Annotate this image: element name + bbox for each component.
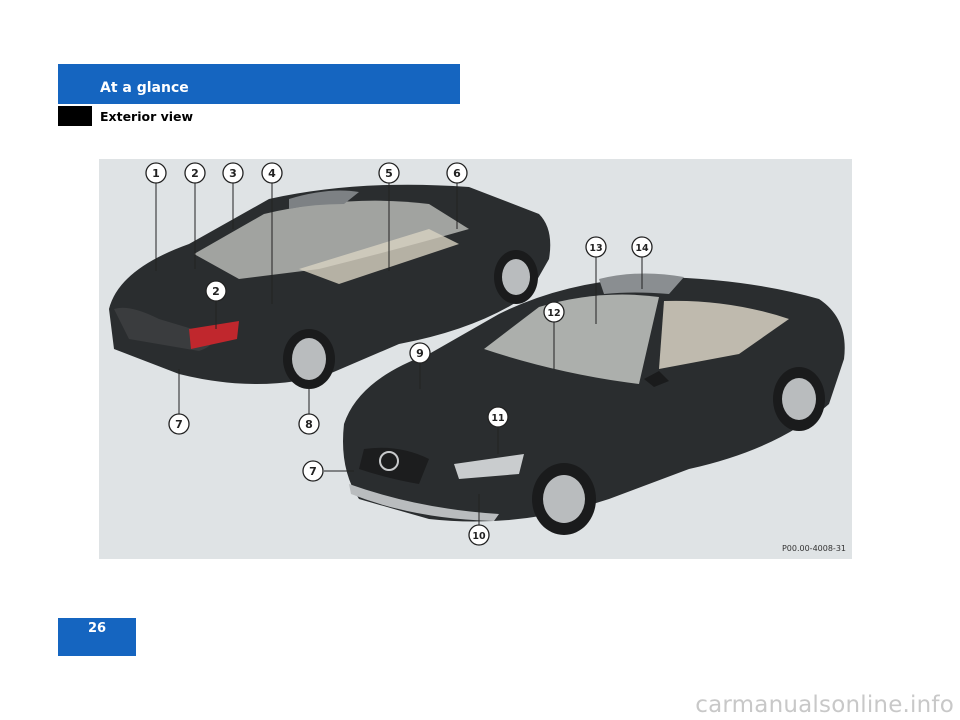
callout-1: 1 bbox=[152, 167, 160, 180]
figure-code: P00.00-4008-31 bbox=[781, 544, 846, 553]
callout-9: 9 bbox=[416, 347, 424, 360]
front-car-illustration bbox=[343, 273, 845, 535]
section-title: At a glance bbox=[100, 80, 189, 96]
callout-13: 13 bbox=[589, 243, 602, 254]
callout-7-rear: 7 bbox=[175, 418, 183, 431]
subsection-title: Exterior view bbox=[100, 109, 194, 124]
rear-car-illustration bbox=[109, 184, 551, 389]
callout-circles bbox=[145, 162, 653, 546]
callout-8: 8 bbox=[305, 418, 313, 431]
callout-4: 4 bbox=[268, 167, 276, 180]
callout-5: 5 bbox=[385, 167, 393, 180]
page-number-box bbox=[58, 618, 136, 656]
callout-3: 3 bbox=[229, 167, 237, 180]
section-header-bar bbox=[58, 64, 460, 104]
car-illustration: 1 2 3 4 5 6 2 7 8 13 14 12 9 11 7 10 bbox=[109, 162, 845, 546]
subsection-marker bbox=[58, 106, 92, 126]
callout-2-top: 2 bbox=[191, 167, 199, 180]
callout-11: 11 bbox=[491, 413, 504, 424]
callout-2-lower: 2 bbox=[212, 285, 220, 298]
callout-numbers: 1 2 3 4 5 6 2 7 8 13 14 12 9 11 7 10 bbox=[152, 167, 649, 542]
callout-leaders bbox=[155, 183, 643, 525]
watermark-text: carmanualsonline.info bbox=[695, 692, 954, 718]
exterior-view-figure: 1 2 3 4 5 6 2 7 8 13 14 12 9 11 7 10 P00… bbox=[99, 159, 852, 559]
callout-6: 6 bbox=[453, 167, 461, 180]
callout-7-front: 7 bbox=[309, 465, 317, 478]
callout-12: 12 bbox=[547, 308, 560, 319]
page-number: 26 bbox=[87, 621, 107, 636]
callout-14: 14 bbox=[635, 243, 649, 254]
callout-10: 10 bbox=[472, 531, 486, 542]
